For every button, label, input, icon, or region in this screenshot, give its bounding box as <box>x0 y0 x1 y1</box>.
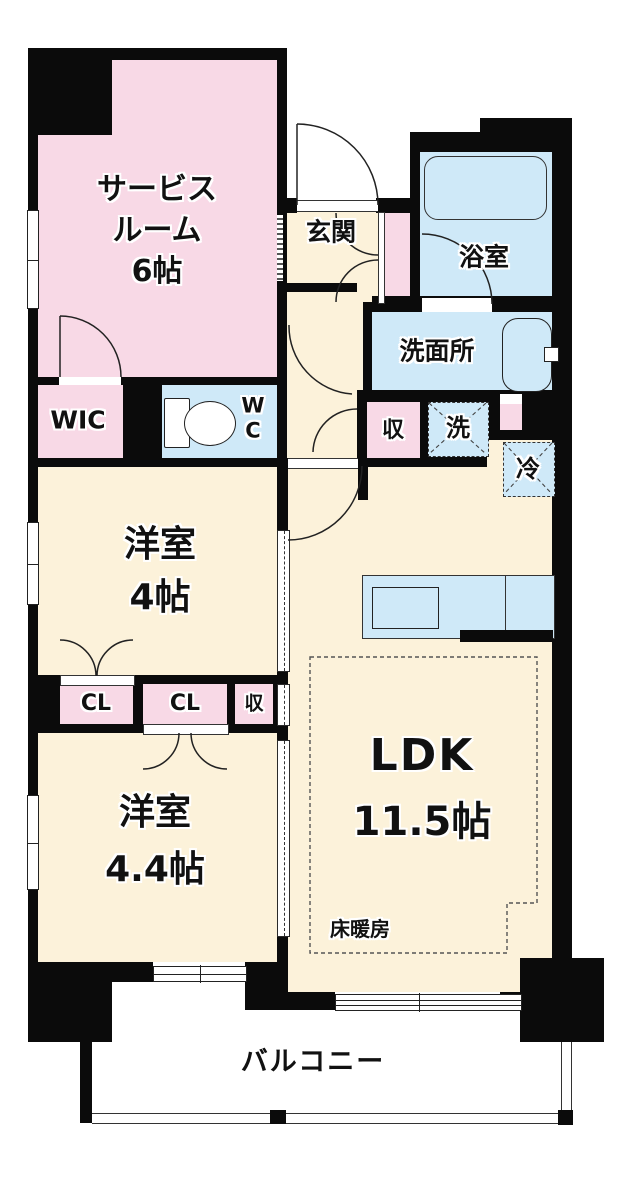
room-western44 <box>38 733 287 962</box>
entrance-shoe-closet <box>383 212 410 302</box>
wall <box>410 132 420 302</box>
room-storage-box <box>235 684 273 724</box>
wall <box>28 675 60 733</box>
washbasin-faucet <box>544 347 559 362</box>
toilet-bowl <box>184 401 236 446</box>
kitchen-sink <box>372 587 439 629</box>
refrigerator-label: 冷 <box>516 455 540 483</box>
closet2-door-panel <box>143 724 229 735</box>
wall <box>487 390 558 440</box>
window-ldk-balcony <box>335 993 522 1012</box>
wall <box>552 152 572 962</box>
washroom-label: 洗面所 <box>399 336 475 366</box>
entrance-door-arc <box>296 123 379 206</box>
closet2-label: CL <box>169 691 201 716</box>
wall <box>277 385 287 467</box>
wall <box>143 675 227 684</box>
wall <box>420 402 428 458</box>
ldk-label: LDK <box>369 730 475 781</box>
western4-label: 洋室 <box>123 524 197 565</box>
pillar-bottom-left <box>28 962 112 1042</box>
hatched-wall <box>277 215 283 281</box>
wall <box>235 675 273 684</box>
closet1-box <box>60 684 133 724</box>
wall <box>460 630 553 642</box>
wall <box>277 992 335 1010</box>
wall <box>358 458 368 500</box>
shoe-closet-door-panel <box>378 212 385 304</box>
wall <box>28 377 287 385</box>
balcony-rail-post <box>270 1110 286 1124</box>
wall <box>277 198 297 213</box>
ldk-size: 11.5帖 <box>352 799 492 845</box>
pipe-space-box <box>500 404 522 430</box>
service-room-label-1: サービス <box>97 172 217 207</box>
balcony-rail-corner <box>558 1110 573 1125</box>
western44-size: 4.4帖 <box>105 849 205 890</box>
sliding-door-western44 <box>277 740 290 937</box>
entrance-label: 玄関 <box>305 217 357 247</box>
wall <box>133 675 143 733</box>
wall <box>363 302 372 398</box>
window-service-room <box>27 210 39 309</box>
service-room-label-2: ルーム <box>112 213 202 248</box>
wc-label-c: C <box>245 418 261 443</box>
hall-storage-box <box>367 402 420 458</box>
window-western44 <box>27 795 39 890</box>
bathtub <box>424 156 547 220</box>
pillar-bottom-right <box>520 958 604 1042</box>
bathroom-label: 浴室 <box>458 242 510 272</box>
wall <box>357 390 367 467</box>
floor-heating-label: 床暖房 <box>330 917 390 941</box>
sliding-door-storage <box>277 684 290 726</box>
closet2-box <box>143 684 227 724</box>
service-room-size: 6帖 <box>131 254 183 289</box>
service-room-door-opening <box>59 377 121 385</box>
room-ldk <box>287 438 553 992</box>
wall <box>357 390 500 402</box>
washer-label: 洗 <box>446 414 470 442</box>
bath-door-opening <box>422 298 492 312</box>
western4-size: 4帖 <box>129 577 191 618</box>
ldk-door-opening <box>288 458 358 469</box>
wall <box>28 458 430 467</box>
western44-label: 洋室 <box>118 792 192 833</box>
sliding-door-western4 <box>277 530 290 672</box>
balcony-wall-left <box>80 1040 92 1123</box>
wc-label-w: W <box>241 393 265 418</box>
closet1-label: CL <box>80 691 112 716</box>
window-western44-south <box>153 965 247 983</box>
room-storage-label: 収 <box>244 692 264 715</box>
wic-label: WIC <box>50 405 106 435</box>
closet1-door-panel <box>60 675 135 686</box>
wall <box>28 60 38 972</box>
wall <box>123 385 162 458</box>
wall <box>376 198 412 213</box>
wall <box>227 675 235 733</box>
wall <box>287 283 357 292</box>
balcony-label: バルコニー <box>240 1046 386 1078</box>
balcony-rail-right <box>561 1042 572 1122</box>
room-wic <box>38 385 123 458</box>
pillar-top-right <box>480 118 572 152</box>
window-western4 <box>27 522 39 605</box>
entrance-door-opening <box>297 200 378 212</box>
pipe-slot <box>500 394 522 404</box>
kitchen-counter-divider <box>505 575 506 637</box>
hall-storage-label: 収 <box>381 418 405 443</box>
pillar-top-left <box>28 48 112 135</box>
balcony-rail-bottom <box>92 1113 572 1124</box>
